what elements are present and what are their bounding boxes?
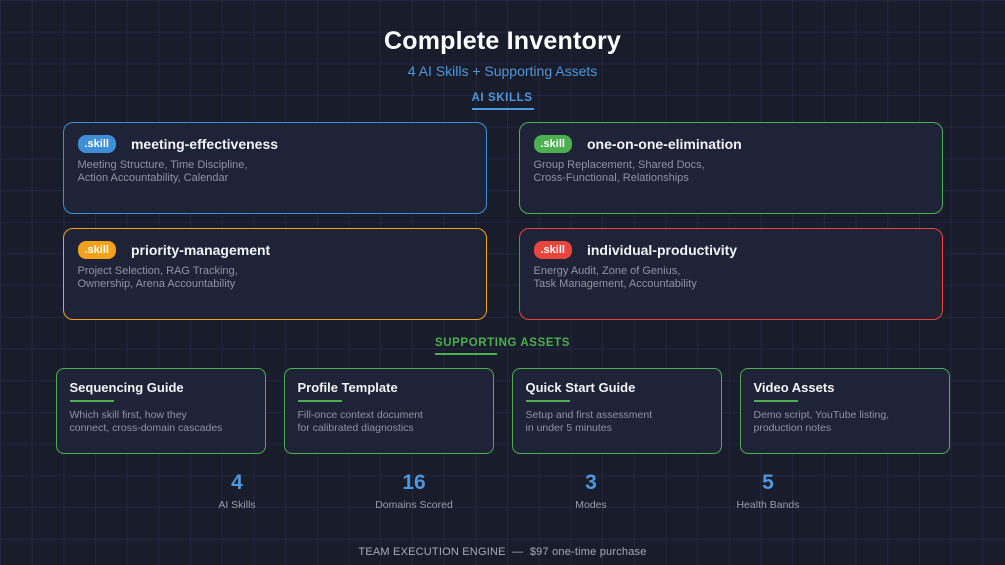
skill-description: Group Replacement, Shared Docs, Cross-Fu… <box>533 159 705 184</box>
asset-description: Setup and first assessment in under 5 mi… <box>525 409 653 434</box>
skill-card-meeting-effectiveness: .skill meeting-effectiveness Meeting Str… <box>62 122 487 214</box>
skill-card-individual-productivity: .skill individual-productivity Energy Au… <box>518 228 943 320</box>
asset-description: Fill-once context document for calibrate… <box>297 409 423 434</box>
skill-card-header: .skill one-on-one-elimination <box>533 135 928 153</box>
asset-card-video-assets: Video Assets Demo script, YouTube listin… <box>739 368 950 454</box>
stat-modes: 3 Modes <box>531 471 651 511</box>
stat-domains-scored: 16 Domains Scored <box>354 471 474 511</box>
ai-skills-section-heading: AI SKILLS <box>472 92 534 110</box>
stat-ai-skills: 4 AI Skills <box>177 471 297 511</box>
asset-card-profile-template: Profile Template Fill-once context docum… <box>283 368 494 454</box>
supporting-assets-row: Sequencing Guide Which skill first, how … <box>55 368 950 454</box>
stat-value: 16 <box>402 471 426 494</box>
stats-row: 4 AI Skills 16 Domains Scored 3 Modes 5 … <box>0 471 1005 511</box>
page-subtitle: 4 AI Skills + Supporting Assets <box>407 63 598 79</box>
skill-card-header: .skill priority-management <box>77 241 472 259</box>
skill-description: Project Selection, RAG Tracking, Ownersh… <box>77 265 238 290</box>
skill-badge: .skill <box>77 135 116 153</box>
stat-label: AI Skills <box>218 499 256 511</box>
stat-value: 4 <box>231 471 243 494</box>
stat-value: 5 <box>762 471 774 494</box>
asset-title: Sequencing Guide <box>69 380 184 395</box>
skill-badge: .skill <box>533 135 572 153</box>
asset-card-sequencing-guide: Sequencing Guide Which skill first, how … <box>55 368 266 454</box>
asset-title-underline <box>297 400 342 402</box>
ai-skills-grid: .skill meeting-effectiveness Meeting Str… <box>62 122 943 320</box>
skill-card-header: .skill individual-productivity <box>533 241 928 259</box>
skill-badge: .skill <box>533 241 572 259</box>
asset-title: Quick Start Guide <box>525 380 636 395</box>
skill-description: Energy Audit, Zone of Genius, Task Manag… <box>533 265 697 290</box>
asset-title-underline <box>753 400 798 402</box>
stat-label: Modes <box>575 499 607 511</box>
skill-card-priority-management: .skill priority-management Project Selec… <box>62 228 487 320</box>
skill-description: Meeting Structure, Time Discipline, Acti… <box>77 159 248 184</box>
asset-card-quick-start-guide: Quick Start Guide Setup and first assess… <box>511 368 722 454</box>
stat-label: Domains Scored <box>375 499 453 511</box>
page-title: Complete Inventory <box>384 27 621 55</box>
skill-title: priority-management <box>130 242 271 258</box>
skill-title: one-on-one-elimination <box>586 136 742 152</box>
asset-description: Which skill first, how they connect, cro… <box>69 409 223 434</box>
skill-badge: .skill <box>77 241 116 259</box>
skill-card-one-on-one-elimination: .skill one-on-one-elimination Group Repl… <box>518 122 943 214</box>
asset-description: Demo script, YouTube listing, production… <box>753 409 890 434</box>
stat-health-bands: 5 Health Bands <box>708 471 828 511</box>
asset-title-underline <box>525 400 570 402</box>
stat-value: 3 <box>585 471 597 494</box>
skill-title: individual-productivity <box>586 242 738 258</box>
stat-label: Health Bands <box>736 499 800 511</box>
footer-text: TEAM EXECUTION ENGINE — $97 one-time pur… <box>358 546 647 558</box>
asset-title: Profile Template <box>297 380 398 395</box>
asset-title: Video Assets <box>753 380 835 395</box>
asset-title-underline <box>69 400 114 402</box>
skill-card-header: .skill meeting-effectiveness <box>77 135 472 153</box>
skill-title: meeting-effectiveness <box>130 136 279 152</box>
supporting-assets-section-heading: SUPPORTING ASSETS <box>435 337 570 355</box>
